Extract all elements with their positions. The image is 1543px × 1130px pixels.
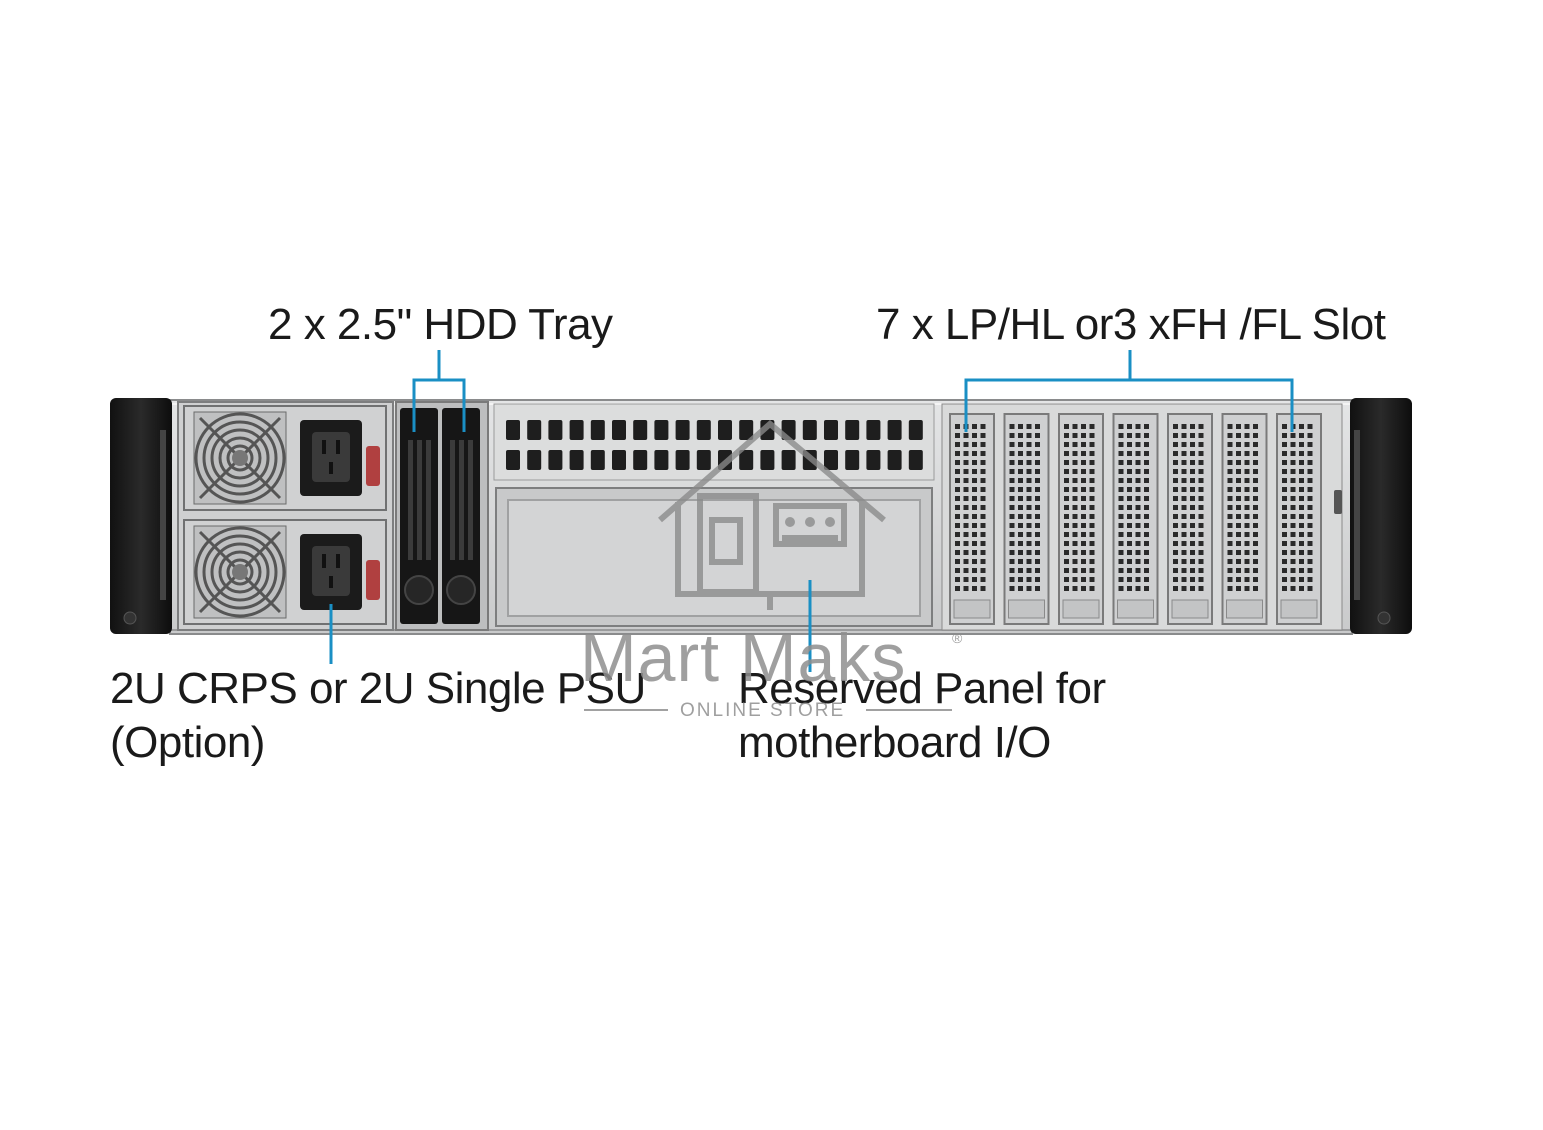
expansion-slot — [1221, 413, 1268, 625]
expansion-slots — [949, 413, 1322, 625]
callout-hdd-tray — [412, 350, 466, 432]
vent-hole — [654, 420, 669, 440]
vent-hole — [824, 450, 838, 470]
psu-label-line2: (Option) — [110, 718, 265, 767]
psu-module — [183, 405, 387, 511]
psu-modules — [183, 405, 387, 625]
expansion-slot — [1167, 413, 1213, 625]
watermark-brand: Mart Maks — [580, 620, 907, 696]
psu-module — [183, 519, 387, 625]
hdd-tray — [442, 408, 480, 624]
left-rack-ear — [110, 398, 172, 634]
vent-hole — [739, 450, 754, 470]
power-socket-icon — [300, 420, 362, 496]
reserved-panel-label-line1: Reserved Panel for — [738, 664, 1106, 713]
vent-hole — [527, 450, 542, 470]
vent-hole — [548, 420, 563, 440]
hdd-trays — [400, 408, 480, 624]
vent-hole — [760, 450, 775, 470]
callout-pcie-slots — [964, 350, 1294, 432]
vent-hole — [887, 420, 902, 440]
expansion-slot — [949, 413, 995, 625]
right-rack-ear — [1350, 398, 1412, 634]
vent-grille — [506, 420, 923, 470]
hdd-tray — [400, 408, 438, 624]
vent-hole — [781, 450, 796, 470]
pcie-slot-label: 7 x LP/HL or3 xFH /FL Slot — [876, 300, 1386, 349]
vent-hole — [569, 450, 584, 470]
vent-hole — [633, 450, 648, 470]
vent-hole — [845, 420, 860, 440]
fan-icon — [193, 411, 287, 505]
vent-hole — [675, 420, 690, 440]
watermark-tagline: ONLINE STORE — [680, 700, 846, 721]
vent-hole — [612, 450, 626, 470]
vent-hole — [590, 420, 605, 440]
watermark-house-logo — [658, 420, 886, 610]
vent-hole — [569, 420, 584, 440]
vent-hole — [527, 420, 542, 440]
reserved-panel-label-line2: motherboard I/O — [738, 718, 1051, 767]
vent-hole — [675, 450, 690, 470]
power-socket-icon — [300, 534, 362, 610]
vent-hole — [696, 450, 711, 470]
expansion-slot — [1003, 413, 1050, 625]
vent-hole — [590, 450, 605, 470]
vent-hole — [506, 450, 520, 470]
vent-hole — [824, 420, 838, 440]
vent-hole — [739, 420, 754, 440]
expansion-slot — [1112, 413, 1159, 625]
hdd-tray-label: 2 x 2.5" HDD Tray — [268, 300, 613, 349]
vent-hole — [845, 450, 860, 470]
vent-hole — [866, 420, 881, 440]
vent-hole — [718, 420, 732, 440]
vent-hole — [887, 450, 902, 470]
vent-hole — [866, 450, 881, 470]
vent-hole — [506, 420, 520, 440]
psu-label-line1: 2U CRPS or 2U Single PSU — [110, 664, 646, 713]
watermark-registered: ® — [952, 630, 963, 646]
psu-release-latch — [366, 560, 380, 600]
vent-hole — [908, 420, 923, 440]
vent-hole — [548, 450, 563, 470]
psu-release-latch — [366, 446, 380, 486]
vent-hole — [802, 420, 817, 440]
fan-icon — [193, 525, 287, 619]
vent-hole — [612, 420, 626, 440]
vent-hole — [908, 450, 923, 470]
vent-hole — [654, 450, 669, 470]
expansion-slot — [1058, 413, 1104, 625]
vent-hole — [696, 420, 711, 440]
expansion-slot — [1276, 413, 1322, 625]
vent-hole — [633, 420, 648, 440]
